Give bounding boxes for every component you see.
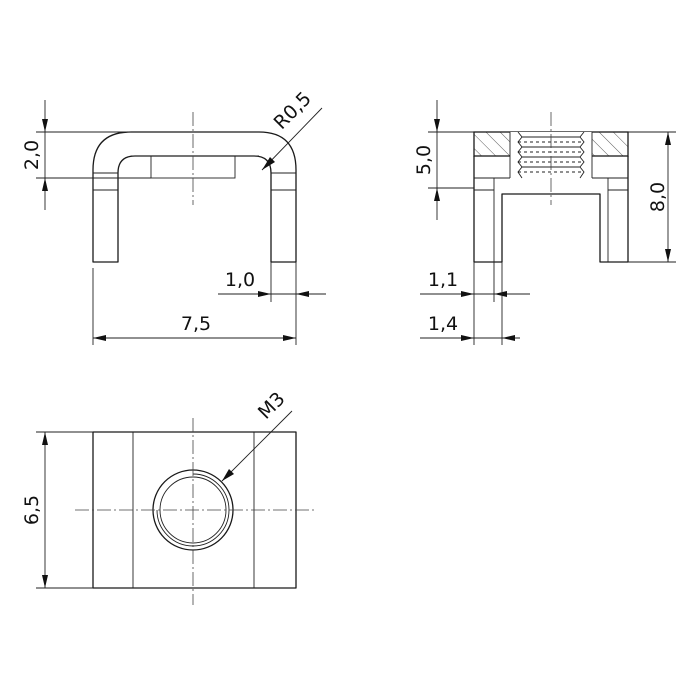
dim-side-upper-height: 5,0 [413, 145, 435, 175]
dim-front-total-width: 7,5 [181, 313, 211, 335]
side-body-outline [473, 156, 629, 263]
front-view: 2,0 R0,5 1,0 7,5 [21, 88, 326, 345]
dim-top-height: 6,5 [21, 495, 43, 525]
dim-front-top-height: 2,0 [21, 140, 43, 170]
dim-front-leg-width: 1,0 [225, 269, 255, 291]
dim-side-total-height: 8,0 [647, 182, 669, 212]
front-view-outline [92, 131, 297, 263]
dim-side-leg-width-1: 1,1 [428, 269, 458, 291]
dim-front-radius: R0,5 [270, 88, 316, 134]
dim-side-leg-width-2: 1,4 [428, 313, 458, 335]
side-view: 5,0 8,0 1,1 1,4 [413, 100, 676, 345]
top-view: 6,5 M3 [21, 388, 315, 605]
